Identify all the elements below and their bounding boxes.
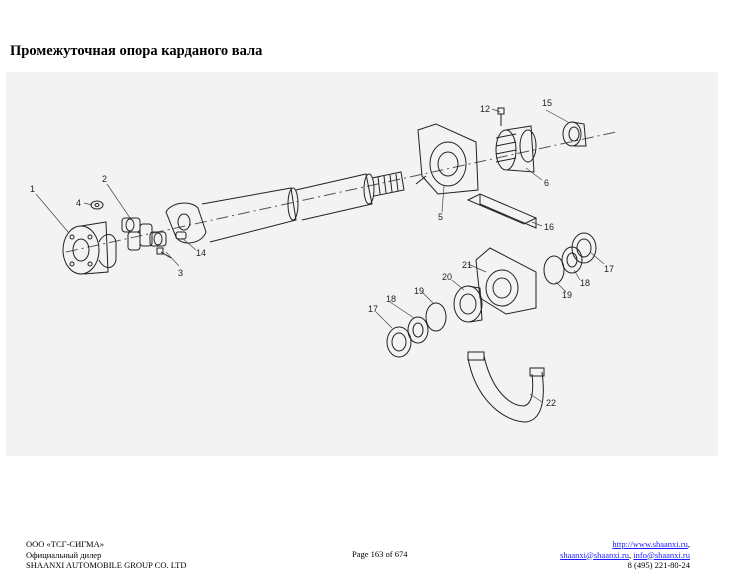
callout-4: 4 [76, 198, 81, 208]
part-bearing [453, 285, 483, 323]
part-grease-nipple [90, 200, 104, 210]
callout-20: 20 [442, 272, 452, 282]
footer-company: ООО «ТСГ-СИГМА» [26, 539, 104, 549]
part-spline-flange [495, 125, 537, 173]
part-propeller-shaft [295, 171, 405, 221]
callout-12: 12 [480, 104, 490, 114]
website-suffix: , [687, 539, 690, 549]
part-bearing-housing [475, 247, 537, 315]
footer-phone: 8 (495) 221-80-24 [627, 560, 690, 570]
callout-1: 1 [30, 184, 35, 194]
callout-18-left: 18 [386, 294, 396, 304]
callout-21: 21 [462, 260, 472, 270]
callout-15: 15 [542, 98, 552, 108]
part-universal-joint [121, 217, 167, 251]
part-nut [562, 121, 587, 147]
callout-16: 16 [544, 222, 554, 232]
website-link[interactable]: http://www.shaanxi.ru [612, 539, 688, 549]
callout-3: 3 [178, 268, 183, 278]
callout-19-left: 19 [414, 286, 424, 296]
part-yoke-tube [165, 187, 299, 244]
page-footer: ООО «ТСГ-СИГМА» Официальный дилер SHAANX… [0, 539, 732, 571]
exploded-parts-diagram: 1 2 3 4 5 6 12 14 15 16 17 18 19 20 21 2… [6, 72, 718, 456]
email-link-shaanxi[interactable]: shaanxi@shaanxi.ru [560, 549, 630, 560]
page-title: Промежуточная опора карданого вала [10, 43, 263, 59]
part-snap-ring [425, 255, 565, 332]
footer-manufacturer: SHAANXI AUTOMOBILE GROUP CO. LTD [26, 560, 187, 570]
callout-17-left: 17 [368, 304, 378, 314]
email-link-info[interactable]: info@shaanxi.ru [633, 549, 690, 560]
callout-22: 22 [546, 398, 556, 408]
part-bolt [156, 247, 172, 259]
callout-14: 14 [196, 248, 206, 258]
callout-18-right: 18 [580, 278, 590, 288]
part-oil-seal [386, 232, 597, 358]
part-flange [62, 221, 117, 275]
callout-2: 2 [102, 174, 107, 184]
callout-19-right: 19 [562, 290, 572, 300]
callout-17-right: 17 [604, 264, 614, 274]
footer-company-block: ООО «ТСГ-СИГМА» Официальный дилер SHAANX… [26, 539, 187, 571]
callout-5: 5 [438, 212, 443, 222]
footer-contacts: http://www.shaanxi.ru, shaanxi@shaanxi.r… [560, 539, 690, 571]
diagram-drawing: 1 2 3 4 5 6 12 14 15 16 17 18 19 20 21 2… [30, 98, 617, 423]
callout-6: 6 [544, 178, 549, 188]
part-flange-bolt [497, 107, 505, 126]
part-support-strap [467, 351, 545, 423]
part-bushing [175, 231, 187, 240]
part-support-bracket [415, 123, 479, 195]
footer-dealer: Официальный дилер [26, 549, 102, 560]
part-mounting-plate [466, 193, 538, 229]
email-separator: , [629, 549, 634, 560]
footer-page-number: Page 163 of 674 [352, 549, 408, 559]
